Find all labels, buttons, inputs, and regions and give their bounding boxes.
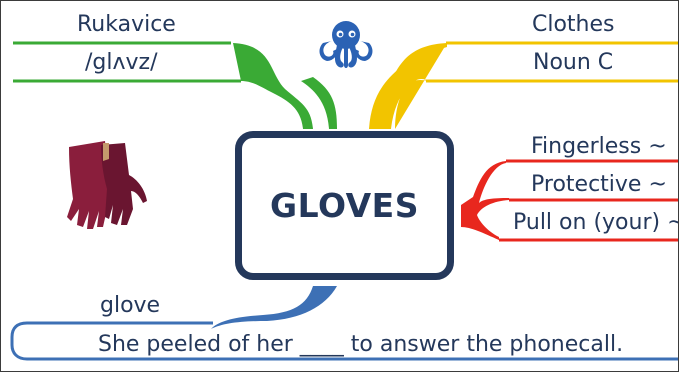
branch-label-pull-on: Pull on (your) ~ (513, 210, 679, 235)
octopus-icon (319, 21, 373, 68)
branch-label-rukavice: Rukavice (77, 12, 176, 37)
branch-label-fingerless: Fingerless ~ (531, 134, 667, 159)
blue-branch-stem (211, 286, 337, 329)
branch-label-glove: glove (100, 293, 161, 318)
red-branch-stem (461, 161, 509, 240)
branch-label-clothes: Clothes (532, 12, 615, 37)
central-topic-box: GLOVES (235, 131, 454, 280)
branch-label-pronunciation: /glʌvz/ (85, 50, 158, 75)
green-branch-stem-2 (301, 77, 337, 129)
example-sentence: She peeled of her ____ to answer the pho… (98, 332, 624, 357)
green-branch-stem (233, 43, 313, 129)
central-topic-label: GLOVES (270, 186, 419, 225)
gloves-icon (67, 141, 147, 229)
branch-label-noun-c: Noun C (533, 50, 614, 75)
blue-branch-line (10, 321, 678, 361)
yellow-branch-stem-2 (369, 43, 447, 129)
branch-label-protective: Protective ~ (531, 172, 667, 197)
yellow-branch-stem (373, 43, 447, 129)
